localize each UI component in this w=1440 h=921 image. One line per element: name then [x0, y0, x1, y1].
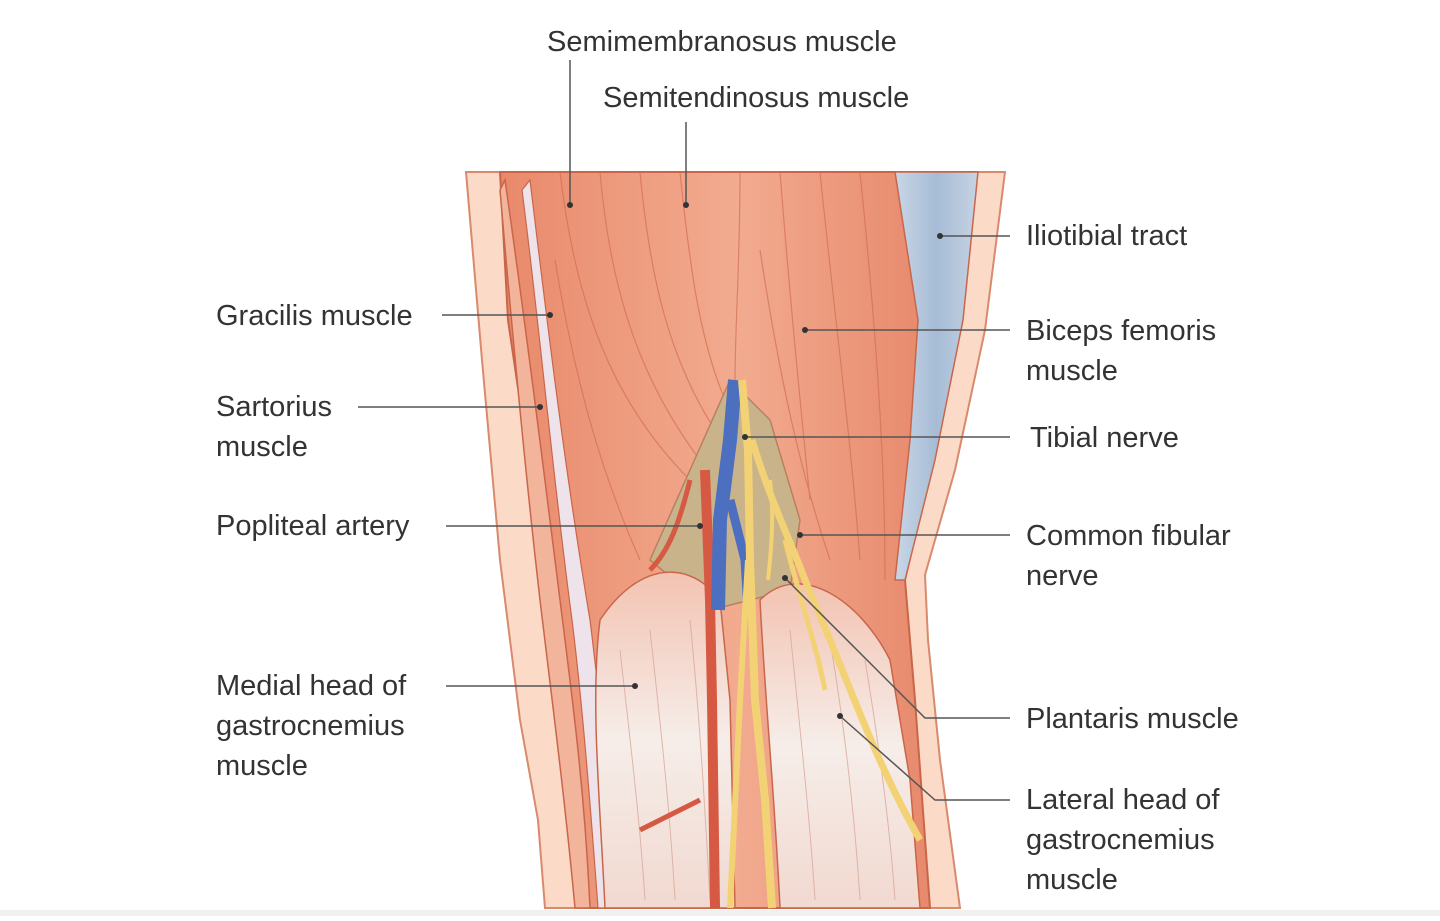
gastro-fibres	[619, 619, 896, 901]
label-text: Tibial nerve	[1030, 422, 1179, 454]
lateral-gastrocnemius	[759, 583, 921, 909]
label-text: Popliteal artery	[216, 510, 410, 542]
label-common-fibular-nerve: Common fibular nerve	[1026, 516, 1231, 596]
label-lateral-head-gastrocnemius: Lateral head of gastrocnemius muscle	[1026, 780, 1219, 900]
label-text: Plantaris muscle	[1026, 703, 1239, 735]
label-semimembranosus: Semimembranosus muscle	[547, 22, 897, 62]
label-tibial-nerve: Tibial nerve	[1030, 418, 1179, 458]
label-line: gastrocnemius	[1026, 824, 1215, 856]
label-semitendinosus: Semitendinosus muscle	[603, 78, 909, 118]
popliteal-vein	[711, 379, 742, 611]
label-text: Semimembranosus muscle	[547, 26, 897, 58]
medial-gastrocnemius	[594, 571, 736, 909]
label-line: gastrocnemius	[216, 710, 405, 742]
iliotibial-tract	[894, 171, 979, 581]
label-line: nerve	[1026, 560, 1099, 592]
label-iliotibial-tract: Iliotibial tract	[1026, 216, 1187, 256]
popliteal-artery	[700, 469, 720, 909]
label-line: muscle	[1026, 864, 1118, 896]
bottom-strip	[0, 910, 1440, 916]
label-line: Common fibular	[1026, 520, 1231, 552]
artery-genicular	[648, 479, 693, 572]
label-line: muscle	[1026, 355, 1118, 387]
label-plantaris: Plantaris muscle	[1026, 699, 1239, 739]
label-popliteal-artery: Popliteal artery	[216, 506, 409, 546]
label-line: Biceps femoris	[1026, 315, 1217, 347]
label-biceps-femoris: Biceps femoris muscle	[1026, 311, 1216, 391]
sartorius-strip	[499, 177, 591, 909]
artery-branch	[638, 797, 702, 833]
label-text: Gracilis muscle	[216, 300, 413, 332]
muscle-fibres	[554, 171, 886, 581]
label-sartorius: Sartorius muscle	[216, 387, 332, 467]
label-line: muscle	[216, 750, 308, 782]
label-line: Lateral head of	[1026, 784, 1220, 816]
label-gracilis: Gracilis muscle	[216, 296, 413, 336]
label-text: Semitendinosus muscle	[603, 82, 910, 114]
leader-lines	[358, 60, 1010, 801]
label-line: muscle	[216, 431, 308, 463]
label-line: Sartorius	[216, 391, 333, 423]
leader-dots	[537, 202, 943, 719]
label-medial-head-gastrocnemius: Medial head of gastrocnemius muscle	[216, 666, 406, 786]
label-line: Medial head of	[216, 670, 407, 702]
tibial-nerve-branch	[727, 559, 751, 909]
nerve-twig	[766, 479, 775, 581]
sural-branch	[782, 539, 828, 691]
label-text: Iliotibial tract	[1026, 220, 1188, 252]
